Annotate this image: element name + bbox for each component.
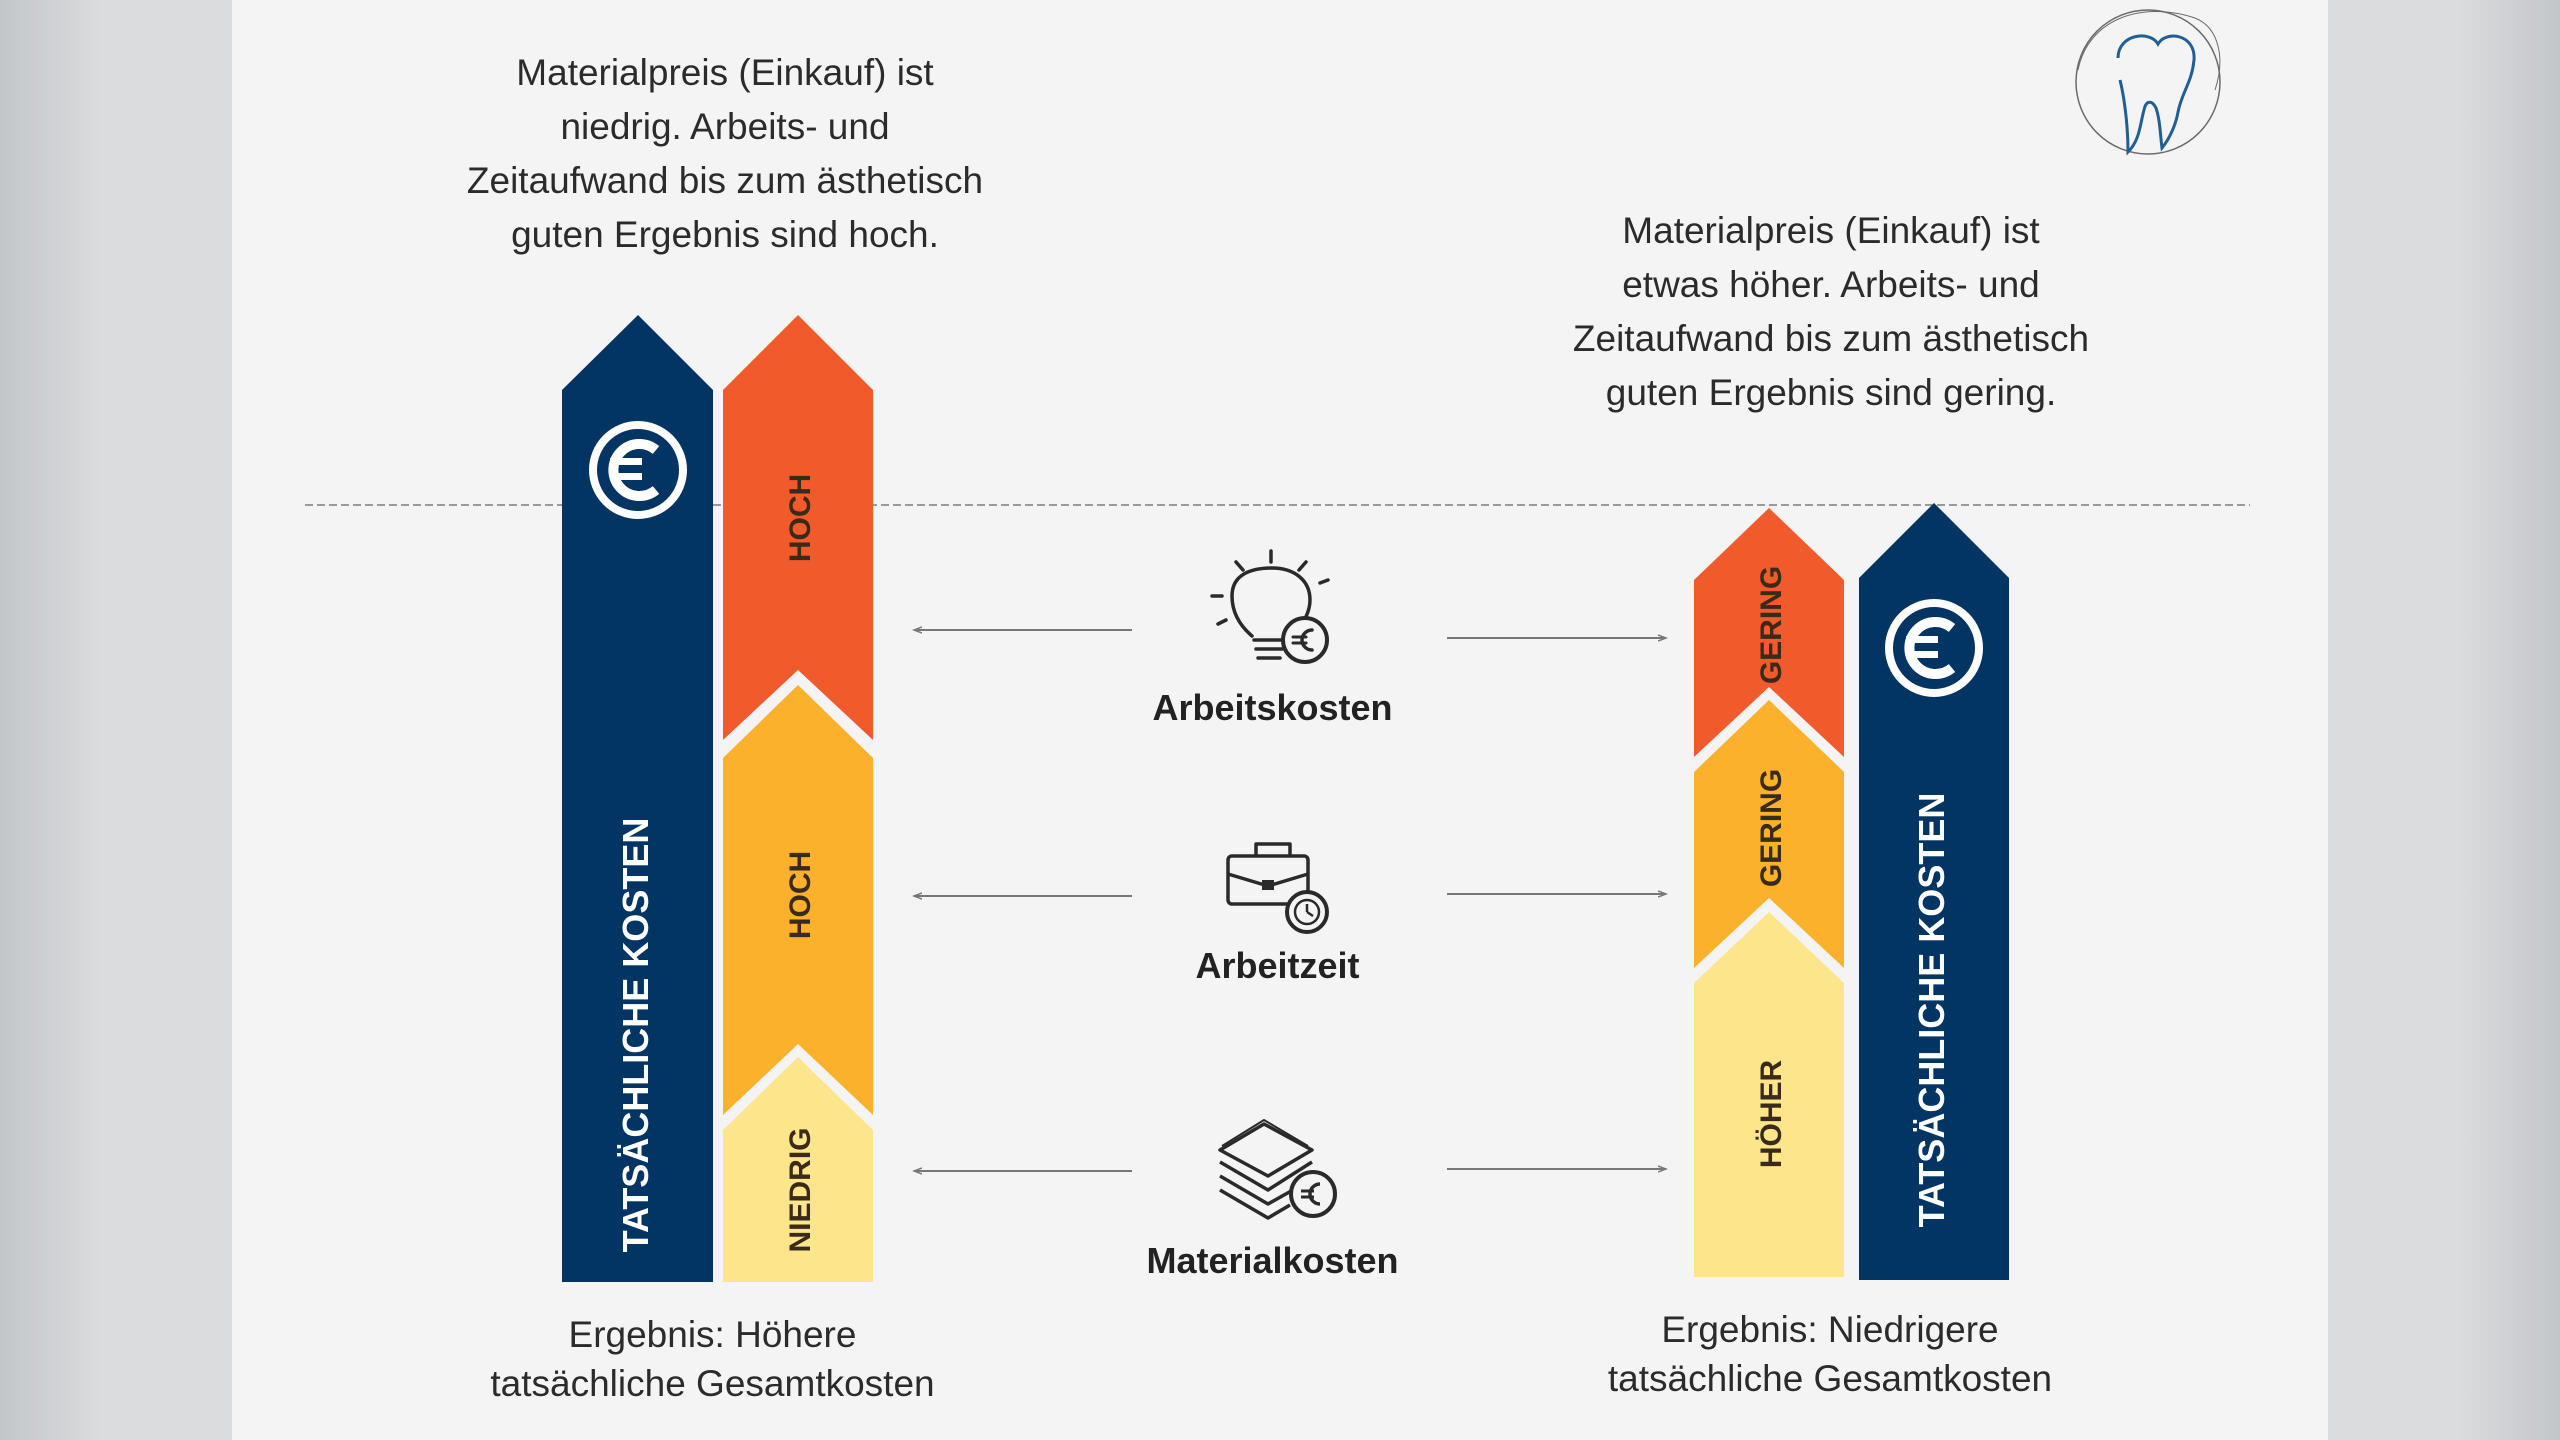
- right-total-label: TATSÄCHLICHE KOSTEN: [1911, 793, 1952, 1228]
- left-result-line: Ergebnis: Höhere: [568, 1314, 857, 1355]
- right-segment-label-arbeitszeit: GERING: [1755, 769, 1788, 887]
- right-result: Ergebnis: Niedrigere tatsächliche Gesamt…: [1570, 1305, 2090, 1403]
- left-total-arrow: [562, 315, 713, 1282]
- right-total-arrow: [1859, 503, 2009, 1280]
- right-description: Materialpreis (Einkauf) ist etwas höher.…: [1545, 204, 2117, 420]
- right-segment-arbeitszeit: [1694, 700, 1844, 968]
- right-description-line: Materialpreis (Einkauf) ist: [1622, 210, 2040, 251]
- right-segment-materialkosten: [1694, 912, 1844, 1277]
- left-description-line: Zeitaufwand bis zum ästhetisch: [466, 160, 984, 201]
- left-description: Materialpreis (Einkauf) ist niedrig. Arb…: [440, 46, 1010, 262]
- euro-icon: [589, 421, 687, 519]
- left-description-line: niedrig. Arbeits- und: [560, 106, 890, 147]
- briefcase-clock-icon: [1226, 842, 1329, 934]
- left-segment-label-arbeitskosten: HOCH: [784, 474, 817, 562]
- right-description-line: Zeitaufwand bis zum ästhetisch: [1572, 318, 2090, 359]
- left-segment-label-arbeitszeit: HOCH: [784, 851, 817, 939]
- right-segment-label-arbeitskosten: GERING: [1755, 566, 1788, 684]
- tooth-logo-icon: [2075, 9, 2221, 156]
- left-description-line: guten Ergebnis sind hoch.: [511, 214, 939, 255]
- left-description-line: Materialpreis (Einkauf) ist: [516, 52, 934, 93]
- lightbulb-euro-icon: [1210, 549, 1330, 664]
- left-segment-label-materialkosten: NIEDRIG: [784, 1127, 817, 1252]
- category-label-arbeitszeit: Arbeitzeit: [1195, 945, 1360, 986]
- euro-icon: [1885, 599, 1983, 697]
- left-result: Ergebnis: Höhere tatsächliche Gesamtkost…: [460, 1310, 965, 1408]
- right-result-line: Ergebnis: Niedrigere: [1661, 1309, 1999, 1350]
- right-result-line: tatsächliche Gesamtkosten: [1607, 1358, 2053, 1399]
- left-result-line: tatsächliche Gesamtkosten: [490, 1363, 935, 1404]
- left-total-label: TATSÄCHLICHE KOSTEN: [615, 818, 656, 1253]
- right-segment-label-materialkosten: HÖHER: [1755, 1059, 1788, 1168]
- left-segment-arbeitszeit: [723, 685, 873, 1115]
- category-label-arbeitskosten: Arbeitskosten: [1152, 687, 1393, 728]
- stacked-layers-euro-icon: [1218, 1119, 1337, 1220]
- left-segment-materialkosten: [723, 1057, 873, 1282]
- right-segment-arbeitskosten: [1694, 508, 1844, 757]
- right-description-line: guten Ergebnis sind gering.: [1605, 372, 2057, 413]
- right-description-line: etwas höher. Arbeits- und: [1622, 264, 2040, 305]
- category-label-materialkosten: Materialkosten: [1146, 1240, 1399, 1281]
- left-segment-arbeitskosten: [723, 315, 873, 740]
